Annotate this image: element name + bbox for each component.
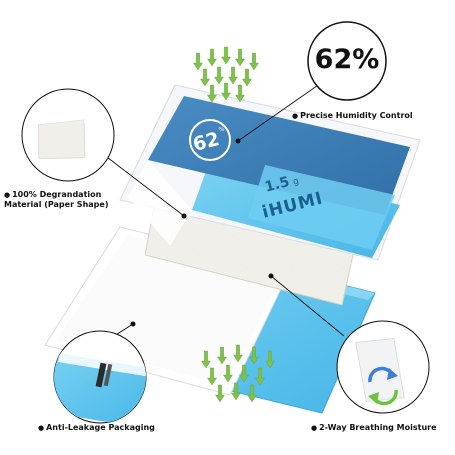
refresh-cycle-icon	[368, 366, 398, 406]
top-packet	[119, 84, 421, 261]
humidity-percentage-badge: 62%	[314, 44, 380, 75]
packet-weight-unit: g	[292, 177, 300, 188]
bullet-icon: ●	[292, 112, 299, 120]
paper-callout-circle	[21, 88, 115, 182]
down-arrow-icon	[221, 46, 231, 65]
degradation-line-1: 100% Degrandation	[12, 190, 102, 199]
leakage-text: Anti-Leakage Packaging	[46, 423, 155, 432]
down-arrow-icon	[228, 66, 238, 85]
emblem-unit: %	[218, 125, 226, 133]
breathing-callout-label: ●2-Way Breathing Moisture	[311, 423, 437, 433]
humidity-callout-label: ●Precise Humidity Control	[292, 111, 413, 121]
breathing-callout-circle	[336, 320, 430, 414]
breathing-text: 2-Way Breathing Moisture	[319, 423, 437, 432]
bullet-icon: ●	[38, 424, 45, 432]
degradation-callout-label: ●100% Degrandation Material (Paper Shape…	[4, 190, 108, 210]
down-arrow-icon	[193, 52, 203, 71]
humidity-callout-circle	[307, 21, 387, 101]
bullet-icon: ●	[311, 424, 318, 432]
down-arrow-icon	[207, 48, 217, 67]
down-arrow-icon	[242, 68, 252, 87]
bullet-icon: ●	[4, 191, 11, 199]
degradation-line-2: Material (Paper Shape)	[4, 200, 109, 209]
down-arrow-icon	[249, 52, 259, 71]
down-arrow-icon	[235, 48, 245, 67]
humidity-text: Precise Humidity Control	[300, 111, 413, 120]
down-arrow-icon	[200, 68, 210, 87]
down-arrow-icon	[214, 66, 224, 85]
leakage-callout-label: ●Anti-Leakage Packaging	[38, 423, 155, 433]
packet-weight: 1.5	[263, 174, 291, 196]
callout-dots	[130, 138, 274, 327]
